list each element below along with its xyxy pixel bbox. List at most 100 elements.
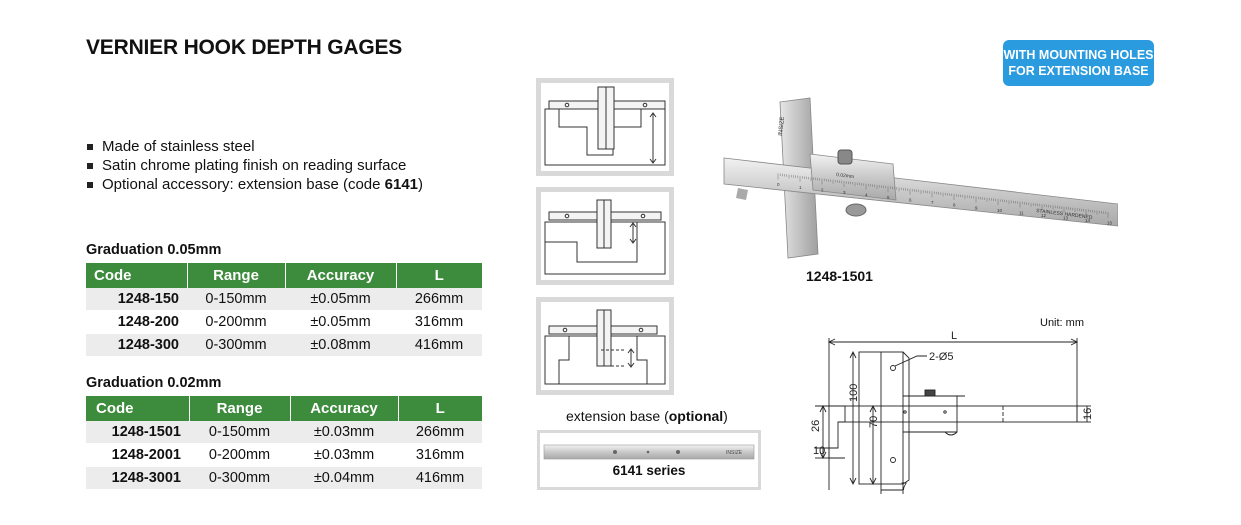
dim-holes-label: 2-Ø5	[929, 351, 953, 363]
scale-number: 1	[799, 185, 802, 190]
cell-code: 1248-200	[86, 310, 187, 334]
scale-number: 8	[953, 203, 956, 208]
cell-accuracy: ±0.05mm	[285, 310, 396, 334]
scale-number: 5	[887, 195, 890, 200]
feature-item: Satin chrome plating finish on reading s…	[86, 156, 423, 175]
feature-text: Satin chrome plating finish on reading s…	[102, 157, 407, 174]
badge-line-1: WITH MOUNTING HOLES	[1003, 48, 1154, 62]
dim-26-label: 26	[810, 420, 822, 432]
cell-code: 1248-3001	[86, 466, 189, 490]
product-model-caption: 1248-1501	[806, 268, 873, 284]
ext-prefix: extension base (	[566, 408, 669, 424]
cell-length: 316mm	[396, 310, 482, 334]
technical-drawing: L 2-Ø5 100 70 26 10 16 7	[810, 330, 1094, 494]
cell-range: 0-300mm	[187, 333, 285, 357]
feature-list: Made of stainless steel Satin chrome pla…	[86, 137, 423, 194]
col-header-accuracy: Accuracy	[290, 396, 399, 421]
scale-number: 7	[931, 200, 934, 205]
scale-number: 14	[1085, 218, 1091, 223]
col-header-code: Code	[86, 263, 188, 288]
scale-number: 0	[777, 182, 780, 187]
cell-range: 0-200mm	[189, 443, 290, 467]
extension-series-label: 6141 series	[612, 463, 686, 478]
col-header-length: L	[398, 396, 482, 421]
table-header-row: Code Range Accuracy L	[86, 263, 482, 288]
col-header-range: Range	[189, 396, 291, 421]
col-header-accuracy: Accuracy	[285, 263, 397, 288]
cell-accuracy: ±0.05mm	[285, 288, 396, 311]
unit-label: Unit: mm	[1040, 317, 1084, 329]
ext-engraving: INSIZE	[726, 450, 743, 456]
scale-number: 4	[865, 192, 868, 197]
cell-accuracy: ±0.03mm	[290, 421, 398, 444]
dim-10-label: 10	[813, 445, 825, 457]
application-diagram-1	[536, 78, 674, 176]
ext-suffix: )	[723, 408, 728, 424]
cell-accuracy: ±0.08mm	[285, 333, 396, 357]
graduation-title-2: Graduation 0.02mm	[86, 375, 222, 391]
accessory-code: 6141	[384, 176, 419, 193]
dim-length-label: L	[951, 330, 957, 342]
feature-text: Made of stainless steel	[102, 138, 255, 155]
feature-suffix: )	[418, 176, 424, 193]
scale-number: 6	[909, 198, 912, 203]
badge-line-2: FOR EXTENSION BASE	[1008, 64, 1149, 78]
scale-number: 9	[975, 205, 978, 210]
dim-100-label: 100	[848, 384, 860, 402]
table-row: 1248-150 0-150mm ±0.05mm 266mm	[86, 288, 482, 311]
vernier-text: 0.02mm	[836, 172, 855, 180]
extension-base-label: extension base (optional)	[566, 408, 728, 424]
cell-range: 0-150mm	[189, 421, 290, 444]
col-header-code: Code	[86, 396, 190, 421]
cell-code: 1248-1501	[86, 421, 189, 444]
feature-item: Made of stainless steel	[86, 137, 423, 156]
col-header-range: Range	[187, 263, 286, 288]
cell-range: 0-200mm	[187, 310, 285, 334]
application-diagram-3	[536, 297, 674, 395]
spec-table-2: Code Range Accuracy L 1248-1501 0-150mm …	[86, 396, 482, 490]
cell-accuracy: ±0.03mm	[290, 443, 398, 467]
scale-number: 13	[1063, 216, 1069, 221]
scale-number: 11	[1019, 210, 1024, 215]
cell-range: 0-150mm	[187, 288, 285, 311]
col-header-length: L	[396, 263, 482, 288]
feature-item: Optional accessory: extension base (code…	[86, 175, 423, 194]
cell-length: 316mm	[398, 443, 482, 467]
feature-text: Optional accessory: extension base (code	[102, 176, 385, 193]
table-row: 1248-200 0-200mm ±0.05mm 316mm	[86, 310, 482, 334]
table-row: 1248-300 0-300mm ±0.08mm 416mm	[86, 333, 482, 357]
spec-table-1: Code Range Accuracy L 1248-150 0-150mm ±…	[86, 263, 482, 357]
table-row: 1248-2001 0-200mm ±0.03mm 316mm	[86, 443, 482, 467]
table-row: 1248-3001 0-300mm ±0.04mm 416mm	[86, 466, 482, 490]
dim-70-label: 70	[868, 416, 880, 428]
ext-optional: optional	[668, 408, 724, 424]
cell-code: 1248-150	[86, 288, 187, 311]
step-measure-diagram	[544, 199, 666, 275]
cell-code: 1248-2001	[86, 443, 189, 467]
scale-number: 15	[1107, 221, 1113, 226]
hook-measure-diagram	[544, 309, 666, 385]
scale-number: 10	[997, 208, 1003, 213]
scale-number: 3	[843, 190, 846, 195]
cell-length: 416mm	[398, 466, 482, 490]
dim-7-label: 7	[901, 481, 907, 493]
extension-base-frame: INSIZE 6141 series	[537, 430, 761, 490]
cell-range: 0-300mm	[189, 466, 290, 490]
cell-length: 416mm	[396, 333, 482, 357]
scale-number: 2	[821, 187, 824, 192]
depth-measure-diagram	[544, 86, 666, 166]
main-scale-ticks	[777, 173, 1109, 218]
scale-number: 12	[1041, 213, 1047, 218]
gage-engraving: INSIZE	[778, 116, 786, 136]
extension-base-image: INSIZE	[543, 444, 755, 460]
table-header-row: Code Range Accuracy L	[86, 396, 482, 421]
cell-code: 1248-300	[86, 333, 187, 357]
cell-length: 266mm	[396, 288, 482, 311]
dim-16-label: 16	[1082, 408, 1094, 420]
cell-accuracy: ±0.04mm	[290, 466, 398, 490]
page-title: VERNIER HOOK DEPTH GAGES	[86, 36, 403, 59]
graduation-title-1: Graduation 0.05mm	[86, 242, 222, 258]
cell-length: 266mm	[398, 421, 482, 444]
